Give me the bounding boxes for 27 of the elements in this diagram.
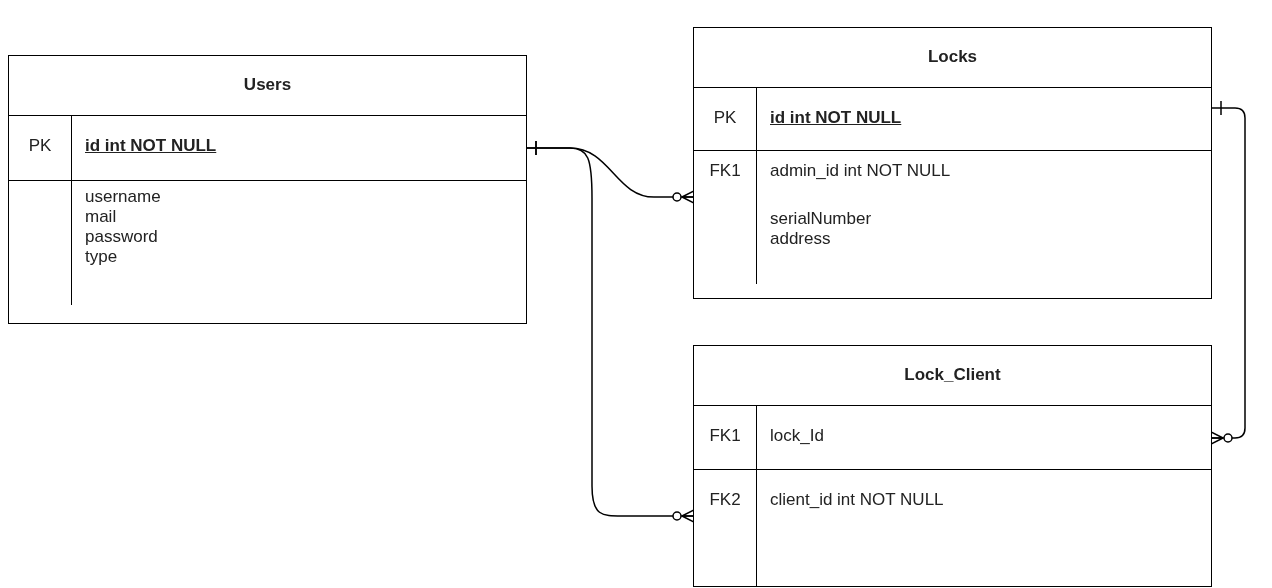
key-row xyxy=(9,116,526,181)
column-name: password xyxy=(85,227,158,247)
key-label: PK xyxy=(27,136,53,156)
entity-table xyxy=(8,55,527,324)
relationship-line xyxy=(525,140,695,523)
column-name: username xyxy=(85,187,161,207)
key-label: FK2 xyxy=(708,490,742,510)
entity-table xyxy=(693,27,1212,299)
column-name: id int NOT NULL xyxy=(770,108,902,128)
key-row xyxy=(694,88,1211,151)
column-name: address xyxy=(770,229,831,249)
table-title: Users xyxy=(9,56,526,116)
key-row xyxy=(694,406,1211,470)
column-name: mail xyxy=(85,207,117,227)
column-name: lock_Id xyxy=(770,426,824,446)
column-name: admin_id int NOT NULL xyxy=(770,161,951,181)
key-label: FK1 xyxy=(708,426,742,446)
table-title: Lock_Client xyxy=(694,346,1211,406)
table-title: Locks xyxy=(694,28,1211,88)
column-name: type xyxy=(85,247,118,267)
column-name: client_id int NOT NULL xyxy=(770,490,944,510)
relationship-line xyxy=(1210,100,1246,445)
entity-table xyxy=(693,345,1212,587)
key-label: FK1 xyxy=(708,161,742,181)
column-name: serialNumber xyxy=(770,209,872,229)
key-label: PK xyxy=(712,108,738,128)
column-name: id int NOT NULL xyxy=(85,136,217,156)
